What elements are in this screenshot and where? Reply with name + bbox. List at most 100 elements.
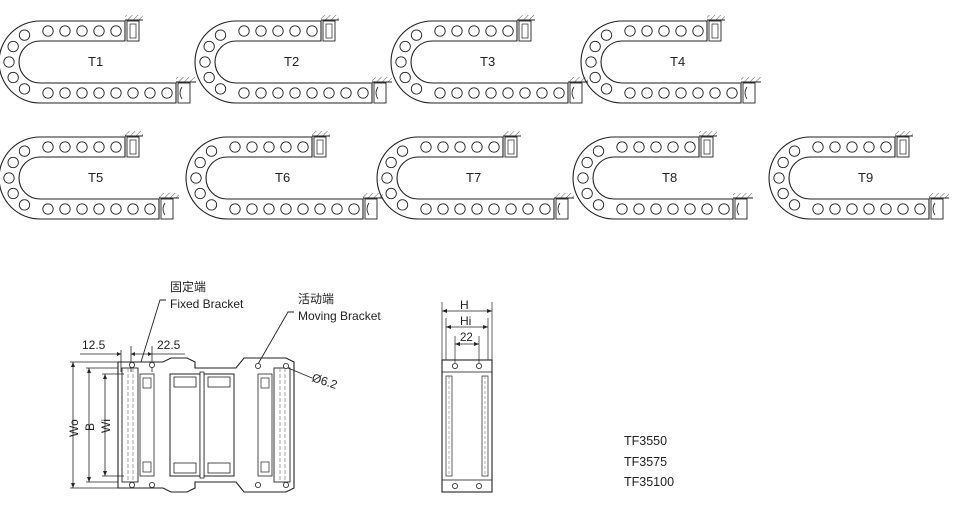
chain-link-pin	[675, 87, 687, 99]
chain-link-pin	[641, 25, 653, 37]
chain-link-pin	[434, 87, 446, 99]
chain-link-pin	[306, 25, 318, 37]
chain-link-pin	[410, 29, 423, 41]
chain-link-pin	[190, 172, 202, 184]
chain-link-pin	[59, 203, 71, 215]
chain-link-pin	[348, 203, 360, 215]
chain-link-pin	[454, 141, 466, 153]
chain-link-pin	[229, 141, 241, 153]
chain-link-pin	[692, 87, 704, 99]
mount-surface	[363, 193, 383, 198]
chain-link-pin	[42, 141, 54, 153]
chain-link-pin	[502, 25, 514, 37]
chain-link-pin	[667, 203, 679, 215]
chain-link-pin	[505, 203, 517, 215]
chain-link-pin	[633, 141, 645, 153]
chain-link-pin	[880, 203, 892, 215]
chain-link-pin	[863, 141, 875, 153]
chain-link-pin	[18, 199, 31, 211]
chain-link-pin	[331, 203, 343, 215]
chain-link-pin	[385, 156, 397, 169]
chain-link-pin	[589, 40, 601, 53]
chain-link-pin	[255, 87, 267, 99]
dim-b: B	[83, 423, 97, 431]
chain-link-pin	[110, 141, 122, 153]
chain-band	[572, 136, 734, 220]
mount-surface	[372, 77, 392, 82]
chain-link-pin	[616, 141, 628, 153]
chain-link-pin	[395, 56, 407, 68]
chain-link-pin	[468, 87, 480, 99]
mount-surface	[699, 131, 717, 136]
chain-band	[0, 20, 177, 104]
dim-hi: Hi	[460, 314, 471, 328]
chain-link-pin	[488, 141, 500, 153]
chain-link-pin	[641, 87, 653, 99]
chain-link-pin	[812, 141, 824, 153]
chain-link-pin	[585, 56, 597, 68]
mount-surface	[503, 131, 521, 136]
mounting-hole	[451, 362, 458, 369]
chain-link-pin	[42, 25, 54, 37]
chain-band	[390, 20, 569, 104]
chain-link-pin	[812, 203, 824, 215]
chain-variant-label: T7	[466, 170, 481, 185]
chain-variant-label: T5	[88, 170, 103, 185]
chain-link-pin	[205, 199, 218, 211]
chain-link-pin	[272, 25, 284, 37]
chain-link-pin	[420, 203, 432, 215]
chain-link-pin	[600, 29, 613, 41]
chain-variant-label: T6	[275, 170, 290, 185]
chain-link-pin	[420, 141, 432, 153]
chain-link-pin	[3, 56, 15, 68]
chain-link-pin	[788, 145, 801, 157]
dim-hole-diameter: Ø6.2	[310, 371, 339, 392]
chain-link-pin	[633, 203, 645, 215]
mount-surface	[176, 77, 196, 82]
chain-link-pin	[127, 87, 139, 99]
chain-link-pin	[76, 141, 88, 153]
chain-link-pin	[357, 87, 369, 99]
chain-link-pin	[846, 141, 858, 153]
chain-link-pin	[701, 203, 713, 215]
chain-link-pin	[194, 156, 206, 169]
chain-link-pin	[289, 87, 301, 99]
chain-link-pin	[451, 25, 463, 37]
chain-link-pin	[485, 87, 497, 99]
chain-link-pin	[502, 87, 514, 99]
chain-link-pin	[93, 141, 105, 153]
chain-variant-label: T9	[858, 170, 873, 185]
chain-link-pin	[592, 145, 605, 157]
mounting-hole	[475, 362, 482, 369]
chain-link-pin	[110, 203, 122, 215]
mount-surface	[321, 15, 339, 20]
chain-link-pin	[93, 87, 105, 99]
chain-link-pin	[485, 25, 497, 37]
fixed-bracket-cn-label: 固定端	[170, 279, 206, 294]
side-view-drawing: H Hi 22	[441, 298, 493, 493]
chain-link-pin	[93, 203, 105, 215]
dim-22-5: 22.5	[157, 338, 181, 352]
mount-surface	[568, 77, 588, 82]
chain-link-pin	[297, 203, 309, 215]
chain-variant-label: T4	[670, 54, 685, 69]
model-name: TF3575	[624, 455, 667, 469]
chain-link-pin	[272, 87, 284, 99]
chain-band	[376, 136, 555, 220]
chain-link-pin	[238, 25, 250, 37]
chain-band	[580, 20, 742, 104]
chain-link-pin	[7, 40, 19, 53]
chain-link-pin	[396, 145, 409, 157]
chain-link-pin	[592, 199, 605, 211]
mounting-hole	[254, 362, 261, 369]
mount-surface	[125, 131, 143, 136]
chain-link-pin	[471, 141, 483, 153]
chain-link-pin	[880, 141, 892, 153]
chain-link-pin	[581, 156, 593, 169]
chain-variant-t3: T3	[390, 15, 588, 104]
chain-link-pin	[59, 87, 71, 99]
mount-surface	[733, 193, 753, 198]
mount-surface	[895, 131, 913, 136]
